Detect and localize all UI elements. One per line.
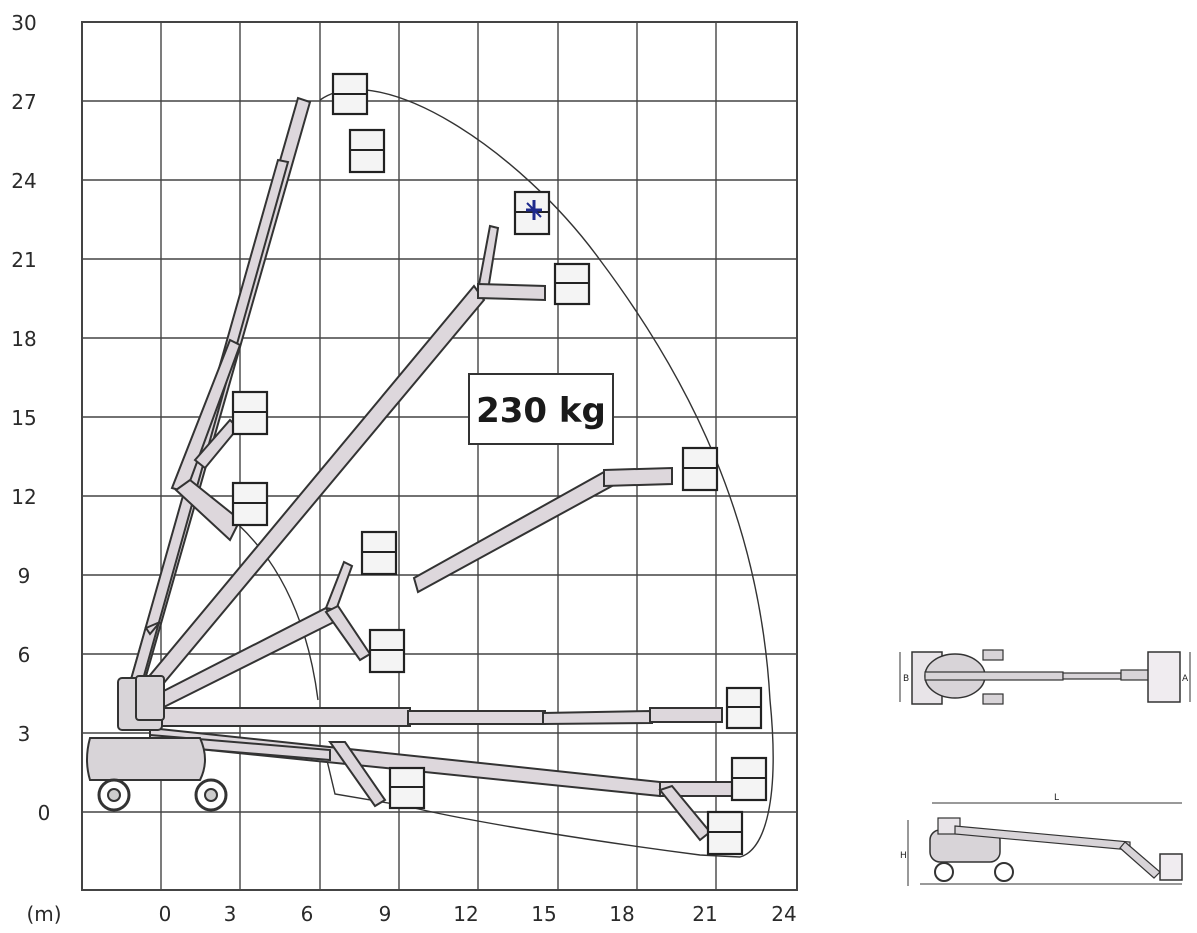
working-envelope bbox=[319, 89, 774, 858]
y-tick-label: 9 bbox=[18, 564, 31, 588]
y-tick-label: 18 bbox=[11, 327, 36, 351]
dimension-h-label: H bbox=[900, 851, 907, 861]
dimension-a-label: A bbox=[1182, 674, 1189, 684]
machine-body bbox=[86, 621, 228, 812]
y-tick-label: 30 bbox=[11, 11, 36, 35]
x-tick-label: 12 bbox=[453, 902, 478, 926]
y-tick-label: 21 bbox=[11, 248, 36, 272]
load-capacity-label: 230 kg bbox=[476, 391, 606, 431]
x-tick-label: 9 bbox=[379, 902, 392, 926]
y-tick-label: 24 bbox=[11, 169, 36, 193]
x-tick-label: 21 bbox=[692, 902, 717, 926]
x-tick-label: 0 bbox=[159, 902, 172, 926]
y-axis-labels: 30 27 24 21 18 15 12 9 6 3 0 bbox=[11, 11, 50, 825]
x-tick-label: 15 bbox=[531, 902, 556, 926]
x-tick-label: 3 bbox=[224, 902, 237, 926]
top-view-drawing: B A bbox=[899, 649, 1191, 705]
unit-label: (m) bbox=[26, 902, 61, 926]
x-tick-label: 6 bbox=[301, 902, 314, 926]
y-tick-label: 3 bbox=[18, 722, 31, 746]
dimension-b-label: B bbox=[903, 674, 909, 684]
x-axis-labels: 0 3 6 9 12 15 18 21 24 bbox=[159, 902, 797, 926]
y-tick-label: 15 bbox=[11, 406, 36, 430]
max-height-marker bbox=[526, 200, 542, 220]
x-tick-label: 24 bbox=[771, 902, 796, 926]
y-tick-label: 6 bbox=[18, 643, 31, 667]
side-view-drawing: L H bbox=[900, 793, 1183, 886]
y-tick-label: 12 bbox=[11, 485, 36, 509]
dimension-l-label: L bbox=[1054, 793, 1059, 803]
platform-baskets bbox=[231, 72, 768, 856]
boom-positions bbox=[126, 96, 736, 842]
y-tick-label: 0 bbox=[38, 801, 51, 825]
x-tick-label: 18 bbox=[609, 902, 634, 926]
y-tick-label: 27 bbox=[11, 90, 36, 114]
load-capacity-box: 230 kg bbox=[468, 373, 614, 445]
